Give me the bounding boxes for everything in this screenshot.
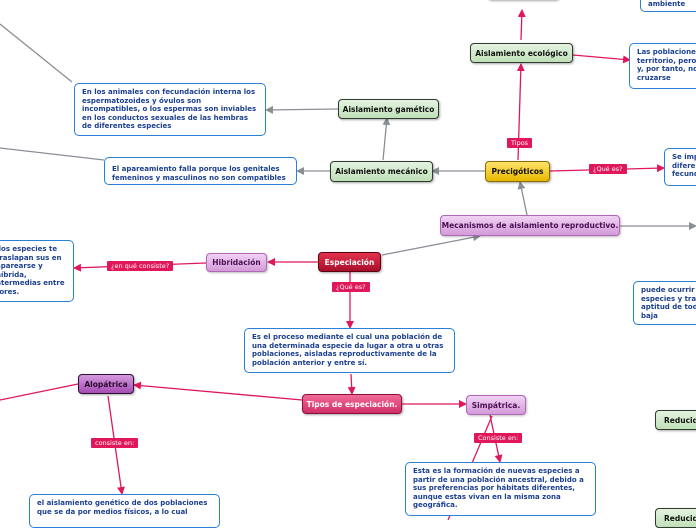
connector-mecanico-gametico	[382, 117, 391, 161]
tag-en-que-consiste-text: ¿en qué consiste?	[111, 262, 170, 270]
node-especiacion[interactable]: Especiación	[318, 252, 381, 272]
node-aislamiento-ecologico[interactable]: Aislamiento ecológico	[470, 43, 573, 63]
node-aislamiento-gametico-label: Aislamiento gamético	[342, 104, 435, 114]
node-hibridacion-label: Hibridación	[212, 258, 261, 267]
connector-apareamiento-left	[0, 147, 105, 161]
note-poblaciones-text: Las poblaciones territorio, pero y, por …	[637, 48, 696, 82]
note-proceso[interactable]: Es el proceso mediante el cual una pobla…	[244, 328, 455, 373]
tag-en-que-consiste: ¿en qué consiste?	[107, 261, 174, 271]
tag-que-es-1-text: ¿Qué es?	[593, 165, 623, 173]
connector-fecundacion-left	[0, 23, 73, 83]
note-aislamiento-genetico-text: el aislamiento genético de dos poblacion…	[37, 499, 208, 516]
node-hibridacion[interactable]: Hibridación	[206, 253, 267, 272]
node-especiacion-label: Especiación	[324, 257, 375, 267]
tag-tipos-text: Tipos	[511, 139, 529, 147]
note-puede-ocurrir[interactable]: puede ocurrir especies y tra aptitud de …	[633, 281, 696, 325]
connector-proceso-tipos	[347, 373, 356, 395]
note-apareamiento[interactable]: El apareamiento falla porque los genital…	[104, 157, 297, 185]
note-aislamiento-genetico[interactable]: el aislamiento genético de dos poblacion…	[29, 494, 220, 528]
note-formacion-text: Esta es la formación de nuevas especies …	[413, 467, 584, 509]
node-precigoticos-label: Precigóticos	[491, 167, 544, 176]
node-precigoticos[interactable]: Precigóticos	[485, 161, 550, 182]
node-reducida-1-label: Reducida	[664, 415, 696, 425]
note-ambiente[interactable]: ambiente	[640, 0, 696, 12]
connector-ecologico-top	[517, 9, 526, 41]
note-dos-especies[interactable]: dos especies te traslapan sus en aparear…	[0, 240, 74, 302]
node-reducida-1[interactable]: Reducida	[655, 410, 696, 430]
tag-consiste-en-1: consiste en:	[91, 438, 139, 448]
note-ambiente-text: ambiente	[648, 0, 686, 8]
connector-ecologico-poblaciones	[572, 54, 631, 64]
tag-que-es-1: ¿Qué es?	[589, 164, 627, 174]
note-apareamiento-text: El apareamiento falla porque los genital…	[112, 165, 286, 182]
note-puede-ocurrir-text: puede ocurrir especies y tra aptitud de …	[641, 286, 696, 320]
node-mecanismos[interactable]: Mecanismos de aislamiento reproductivo.	[440, 215, 620, 236]
connector-mecanismos-especiacion	[381, 233, 481, 256]
tag-tipos: Tipos	[507, 138, 533, 148]
connector-tipos-alopatrica	[133, 381, 303, 401]
tag-consiste-en-2-text: Consiste en:	[478, 434, 519, 442]
tag-que-es-2-text: ¿Qué es?	[336, 283, 366, 291]
note-se-impide-text: Se imp difere fecund	[672, 153, 696, 178]
note-fecundacion-text: En los animales con fecundación interna …	[82, 88, 257, 130]
node-aislamiento-ecologico-label: Aislamiento ecológico	[475, 48, 568, 58]
node-alopatrica[interactable]: Alopátrica	[78, 374, 134, 394]
note-dos-especies-text: dos especies te traslapan sus en aparear…	[0, 245, 65, 296]
node-reducida-2-label: Reducida	[664, 513, 696, 523]
connector-gametico-fecundacion	[265, 105, 339, 114]
node-reducida-2[interactable]: Reducida	[655, 508, 696, 528]
note-proceso-text: Es el proceso mediante el cual una pobla…	[252, 333, 444, 367]
note-poblaciones[interactable]: Las poblaciones territorio, pero y, por …	[629, 43, 696, 89]
node-simpatrica-label: Simpátrica.	[471, 400, 521, 410]
node-aislamiento-gametico[interactable]: Aislamiento gamético	[338, 99, 439, 119]
node-tipos-especiacion[interactable]: Tipos de especiación.	[302, 394, 402, 414]
node-mecanismos-label: Mecanismos de aislamiento reproductivo.	[441, 221, 619, 230]
note-fecundacion[interactable]: En los animales con fecundación interna …	[74, 83, 266, 136]
tag-que-es-2: ¿Qué es?	[332, 282, 370, 292]
node-aislamiento-mecanico-label: Aislamiento mecánico	[335, 167, 428, 176]
note-formacion[interactable]: Esta es la formación de nuevas especies …	[405, 462, 596, 516]
node-tipos-especiacion-label: Tipos de especiación.	[306, 399, 398, 409]
tag-consiste-en-2: Consiste en:	[474, 433, 523, 443]
tag-consiste-en-1-text: consiste en:	[95, 439, 135, 447]
node-simpatrica[interactable]: Simpátrica.	[466, 395, 526, 415]
node-alopatrica-label: Alopátrica	[84, 379, 128, 389]
connector-mecanismos-precigoticos	[517, 181, 528, 216]
note-se-impide[interactable]: Se imp difere fecund	[664, 148, 696, 186]
node-aislamiento-mecanico[interactable]: Aislamiento mecánico	[330, 161, 433, 182]
connector-alopatrica-left	[0, 383, 79, 401]
